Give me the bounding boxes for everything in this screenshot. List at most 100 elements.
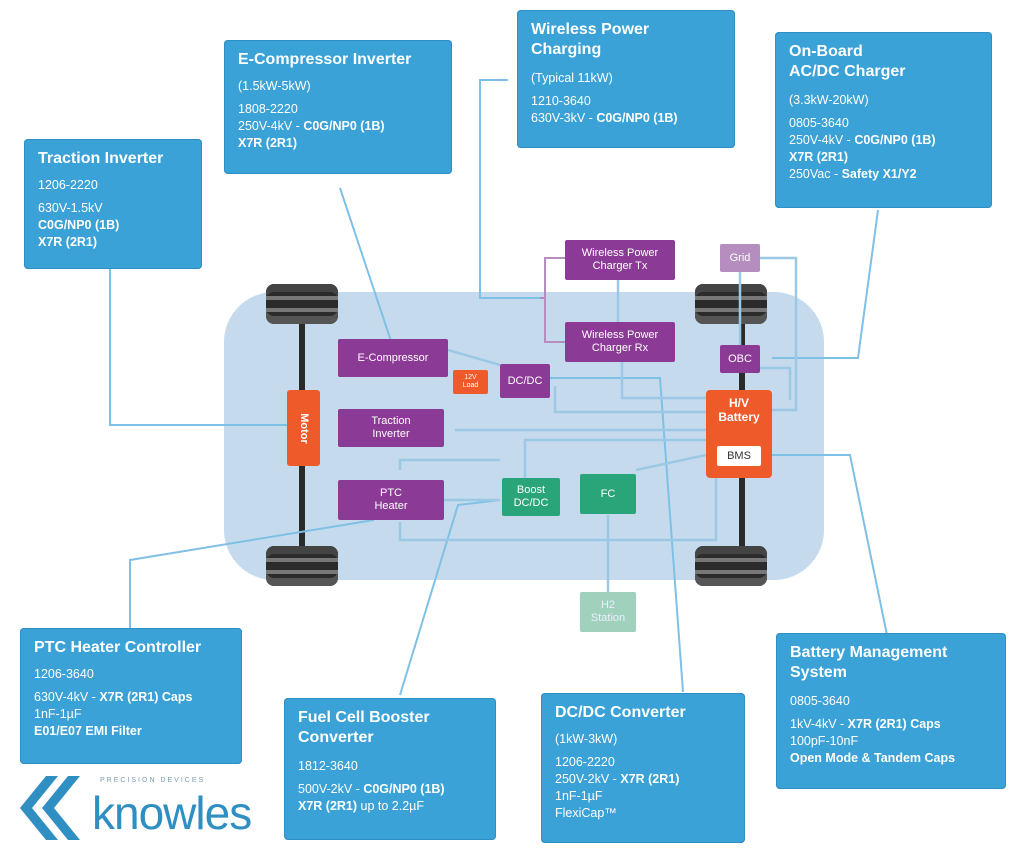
card-e-compressor-inverter: E-Compressor Inverter (1.5kW-5kW) 1808-2… <box>224 40 452 174</box>
dcdc-node: DC/DC <box>500 364 550 398</box>
obc-l2a: 250V-4kV - <box>789 133 855 147</box>
h2-label-1: H2 <box>600 599 616 611</box>
obc-label: OBC <box>728 352 752 365</box>
grid-label: Grid <box>729 251 751 264</box>
ptc-l2a: 630V-4kV - <box>34 690 100 704</box>
ecomp-l2b: C0G/NP0 (1B) <box>303 119 385 133</box>
h2-label-2: Station <box>590 612 626 624</box>
fc-node: FC <box>580 474 636 514</box>
wheel-front-top <box>266 284 338 324</box>
bms-l4: Open Mode & Tandem Caps <box>790 751 956 765</box>
obc-sub: (3.3kW-20kW) <box>789 93 869 107</box>
ecomp-l1: 1808-2220 <box>238 102 298 116</box>
traction-title: Traction Inverter <box>38 150 164 167</box>
e-compressor-label: E-Compressor <box>357 351 429 364</box>
traction-l4: X7R (2R1) <box>38 235 98 249</box>
bms-l1: 0805-3640 <box>790 694 850 708</box>
ecomp-l2a: 250V-4kV - <box>238 119 304 133</box>
obc-l3: X7R (2R1) <box>789 150 849 164</box>
wpc-tx-label-2: Charger Tx <box>592 260 648 272</box>
obc-title-1: On-Board <box>789 43 863 60</box>
wpc-tx-label-1: Wireless Power <box>581 247 659 259</box>
card-traction-inverter: Traction Inverter 1206-2220 630V-1.5kV C… <box>24 139 202 269</box>
obc-l2b: C0G/NP0 (1B) <box>854 133 936 147</box>
fuel-l3b: up to 2.2µF <box>357 799 425 813</box>
dcdc-label: DC/DC <box>507 374 543 387</box>
ptc-node-label-2: Heater <box>374 500 408 512</box>
dcdc-l3: 1nF-1µF <box>555 789 603 803</box>
dcdc-sub: (1kW-3kW) <box>555 732 618 746</box>
bms-title-1: Battery Management <box>790 644 948 661</box>
fuel-l3a: X7R (2R1) <box>298 799 358 813</box>
wireless-l2a: 630V-3kV - <box>531 111 597 125</box>
wheel-rear-bottom <box>695 546 767 586</box>
obc-title-2: AC/DC Charger <box>789 63 906 80</box>
bms-node: BMS <box>717 446 761 466</box>
bms-label: BMS <box>727 449 751 462</box>
fc-label: FC <box>600 487 616 500</box>
wireless-sub: (Typical 11kW) <box>531 71 613 85</box>
grid-node: Grid <box>720 244 760 272</box>
ptc-l2b: X7R (2R1) Caps <box>99 690 193 704</box>
e-compressor-node: E-Compressor <box>338 339 448 377</box>
dcdc-l2b: X7R (2R1) <box>620 772 680 786</box>
wpc-rx-label-2: Charger Rx <box>591 342 649 354</box>
dcdc-l2a: 250V-2kV - <box>555 772 621 786</box>
ptc-l1: 1206-3640 <box>34 667 94 681</box>
traction-node-label-2: Inverter <box>372 428 410 440</box>
ptc-node-label-1: PTC <box>380 487 402 499</box>
wireless-title-2: Charging <box>531 41 602 58</box>
bms-title-2: System <box>790 664 847 681</box>
load-label-1: 12V <box>464 374 477 381</box>
fuel-l1: 1812-3640 <box>298 759 358 773</box>
fuel-l2b: C0G/NP0 (1B) <box>363 782 445 796</box>
obc-l1: 0805-3640 <box>789 116 849 130</box>
card-dcdc-converter: DC/DC Converter (1kW-3kW) 1206-2220 250V… <box>541 693 745 843</box>
ptc-l4: E01/E07 EMI Filter <box>34 724 142 738</box>
motor-label: Motor <box>297 412 310 444</box>
ptc-l3: 1nF-1µF <box>34 707 82 721</box>
ecomp-sub: (1.5kW-5kW) <box>238 79 311 93</box>
fuel-title-2: Converter <box>298 729 374 746</box>
motor-node: Motor <box>287 390 320 466</box>
boost-label-2: DC/DC <box>513 497 549 509</box>
wheel-rear-top <box>695 284 767 324</box>
obc-l4b: Safety X1/Y2 <box>841 167 917 181</box>
wireless-l1: 1210-3640 <box>531 94 591 108</box>
fuel-title-1: Fuel Cell Booster <box>298 709 430 726</box>
traction-node-label-1: Traction <box>371 415 411 427</box>
battery-label-1: H/V <box>728 396 749 410</box>
ecomp-l3: X7R (2R1) <box>238 136 298 150</box>
bms-l2b: X7R (2R1) Caps <box>847 717 941 731</box>
ptc-title: PTC Heater Controller <box>34 639 202 656</box>
traction-l3: C0G/NP0 (1B) <box>38 218 120 232</box>
battery-label-2: Battery <box>718 410 760 424</box>
traction-l2: 630V-1.5kV <box>38 201 103 215</box>
dcdc-title: DC/DC Converter <box>555 704 686 721</box>
brand-name: knowles <box>92 787 252 839</box>
ecomp-title: E-Compressor Inverter <box>238 51 412 68</box>
traction-l1: 1206-2220 <box>38 178 98 192</box>
wheel-front-bottom <box>266 546 338 586</box>
boost-label-1: Boost <box>516 484 546 496</box>
knowles-logo-icon <box>20 776 80 840</box>
wireless-l2b: C0G/NP0 (1B) <box>596 111 678 125</box>
fuel-l2a: 500V-2kV - <box>298 782 364 796</box>
brand-tagline: PRECISION DEVICES <box>100 777 206 784</box>
obc-l4a: 250Vac - <box>789 167 842 181</box>
obc-node: OBC <box>720 345 760 373</box>
wpc-rx-label-1: Wireless Power <box>581 329 659 341</box>
bms-l3: 100pF-10nF <box>790 734 859 748</box>
